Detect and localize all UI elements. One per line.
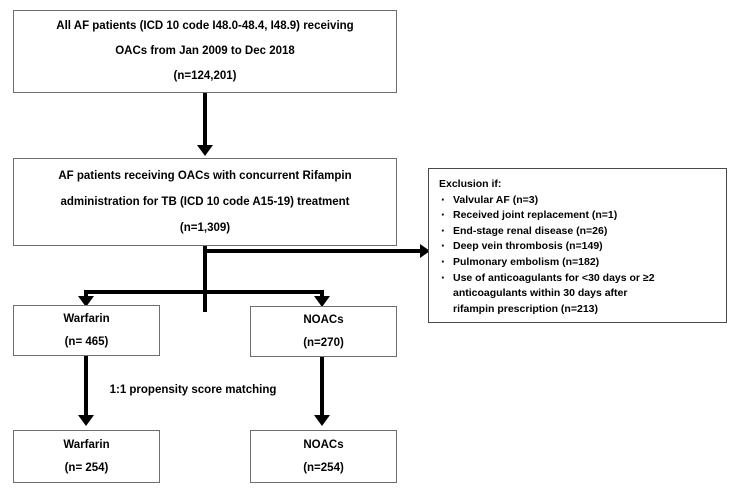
box-noac-prematch-count: (n=270) xyxy=(303,336,344,349)
arrowhead-to-noac-postmatch xyxy=(314,415,330,426)
list-item: · Valvular AF (n=3) xyxy=(437,191,720,209)
exclusion-item-text-cont1: anticoagulants within 30 days after xyxy=(453,287,628,300)
arrowhead-to-noac-pre xyxy=(314,296,330,307)
bullet-icon: · xyxy=(441,269,446,285)
box-noac-postmatch-count: (n=254) xyxy=(303,461,344,474)
connector-warfarin-psm xyxy=(84,356,88,415)
box-warfarin-prematch-count: (n= 465) xyxy=(64,335,109,348)
exclusion-item-text-cont2: rifampin prescription (n=213) xyxy=(453,302,598,315)
bullet-icon: · xyxy=(441,238,446,254)
box-all-af-patients-count: (n=124,201) xyxy=(173,70,237,82)
arrowhead-to-warfarin-pre xyxy=(78,296,94,307)
box-noac-prematch-label: NOACs xyxy=(303,313,344,326)
box-noac-postmatch: NOACs (n=254) xyxy=(250,430,397,483)
exclusion-item-text: Use of anticoagulants for <30 days or ≥2 xyxy=(453,271,655,284)
arrowhead-cohort-to-rifampin xyxy=(197,145,213,156)
connector-to-exclusion xyxy=(203,249,423,253)
list-item: · Deep vein thrombosis (n=149) xyxy=(437,238,720,255)
bullet-icon: · xyxy=(441,253,446,269)
bullet-icon: · xyxy=(441,207,446,223)
exclusion-title: Exclusion if: xyxy=(439,178,502,190)
connector-noac-psm xyxy=(320,357,324,415)
bullet-icon: · xyxy=(441,191,446,207)
list-item: · Received joint replacement (n=1) xyxy=(437,207,720,224)
arrowhead-to-warfarin-postmatch xyxy=(78,415,94,426)
box-rifampin-cohort-line2: administration for TB (ICD 10 code A15-1… xyxy=(60,196,350,208)
connector-split-bar xyxy=(84,290,324,294)
box-noac-postmatch-label: NOACs xyxy=(303,438,344,451)
box-rifampin-cohort-count: (n=1,309) xyxy=(179,222,231,234)
box-all-af-patients: All AF patients (ICD 10 code I48.0-48.4,… xyxy=(13,10,397,93)
exclusion-item-text: Pulmonary embolism (n=182) xyxy=(453,255,600,268)
exclusion-item-text: Deep vein thrombosis (n=149) xyxy=(453,240,603,253)
exclusion-list: · Valvular AF (n=3) · Received joint rep… xyxy=(437,191,720,318)
exclusion-item-text: Received joint replacement (n=1) xyxy=(453,209,618,222)
list-item: · Pulmonary embolism (n=182) xyxy=(437,253,720,271)
box-rifampin-cohort: AF patients receiving OACs with concurre… xyxy=(13,158,397,246)
connector-cohort-to-rifampin xyxy=(203,93,207,145)
propensity-score-matching-label: 1:1 propensity score matching xyxy=(109,384,277,396)
box-all-af-patients-line1: All AF patients (ICD 10 code I48.0-48.4,… xyxy=(56,20,354,32)
exclusion-item-text: Valvular AF (n=3) xyxy=(453,193,539,206)
connector-rifampin-stem xyxy=(203,246,207,312)
box-warfarin-postmatch-count: (n= 254) xyxy=(64,461,109,474)
exclusion-item-text: End-stage renal disease (n=26) xyxy=(453,224,608,237)
box-warfarin-prematch-label: Warfarin xyxy=(63,312,110,325)
arrowhead-to-exclusion xyxy=(420,244,430,258)
list-item: · End-stage renal disease (n=26) xyxy=(437,222,720,240)
list-item: · Use of anticoagulants for <30 days or … xyxy=(437,269,720,318)
box-warfarin-prematch: Warfarin (n= 465) xyxy=(13,305,160,356)
bullet-icon: · xyxy=(441,222,446,238)
box-noac-prematch: NOACs (n=270) xyxy=(250,306,397,357)
box-warfarin-postmatch: Warfarin (n= 254) xyxy=(13,430,160,483)
box-exclusion-criteria: Exclusion if: · Valvular AF (n=3) · Rece… xyxy=(428,168,727,323)
box-rifampin-cohort-line1: AF patients receiving OACs with concurre… xyxy=(58,170,352,182)
box-warfarin-postmatch-label: Warfarin xyxy=(63,438,110,451)
box-all-af-patients-line2: OACs from Jan 2009 to Dec 2018 xyxy=(115,45,295,57)
